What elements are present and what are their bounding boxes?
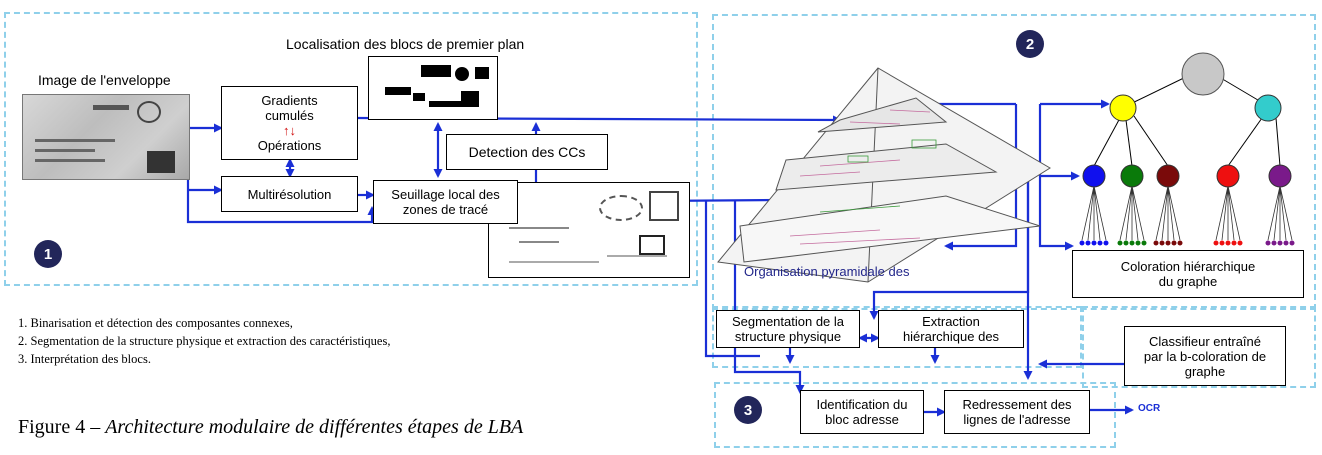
- graph-root-node: [1181, 52, 1225, 96]
- envelope-image: [22, 94, 190, 180]
- graph-node-darkred: [1156, 164, 1180, 188]
- foreground-blocks-image: [368, 56, 498, 120]
- graph-node-blue: [1082, 164, 1106, 188]
- label-pyramid: Organisation pyramidale des: [744, 264, 910, 279]
- graph-leaf-dots: [1079, 240, 1295, 246]
- coloration-box: Coloration hiérarchique du graphe: [1072, 250, 1304, 298]
- region-2-outline: [712, 14, 1316, 310]
- caption-title: Architecture modulaire de différentes ét…: [105, 416, 524, 438]
- multiresolution-box: Multirésolution: [221, 176, 358, 212]
- region-3-outline: [714, 382, 1116, 448]
- arrows-glyph: ↑↓: [283, 123, 296, 138]
- label-envelope-image: Image de l'enveloppe: [38, 72, 171, 88]
- arrow-to-coloration: [1038, 104, 1074, 251]
- region-classifier-outline: [1082, 306, 1316, 388]
- straighten-box: Redressement des lignes de l'adresse: [944, 390, 1090, 434]
- label-ocr: OCR: [1138, 403, 1161, 414]
- segmentation-box: Segmentation de la structure physique: [716, 310, 860, 348]
- label-foreground-localisation: Localisation des blocs de premier plan: [286, 36, 525, 52]
- section-badge-2: 2: [1016, 30, 1044, 58]
- graph-node-yellow: [1109, 94, 1137, 122]
- arrow-to-identification: [733, 200, 805, 394]
- threshold-preview-image: [488, 182, 690, 278]
- line-left-down: [704, 200, 760, 358]
- figure-caption: Figure 4 – Architecture modulaire de dif…: [18, 416, 523, 439]
- graph-node-red: [1216, 164, 1240, 188]
- section-badge-1: 1: [34, 240, 62, 268]
- extraction-box: Extraction hiérarchique des: [878, 310, 1024, 348]
- region-1-outline: [4, 12, 698, 286]
- hierarchical-graph: [1081, 73, 1293, 241]
- cc-detection-box: Detection des CCs: [446, 134, 608, 170]
- graph-node-purple: [1268, 164, 1292, 188]
- step-item: 3. Interprétation des blocs.: [18, 352, 151, 366]
- region-2b-outline: [712, 306, 1082, 368]
- step-item: 1. Binarisation et détection des composa…: [18, 316, 293, 330]
- arrow-image-to-threshold: [186, 178, 377, 224]
- graph-node-green: [1120, 164, 1144, 188]
- classifier-box: Classifieur entraîné par la b-coloration…: [1124, 326, 1286, 386]
- gradients-box: Gradients cumulés ↑↓ Opérations: [221, 86, 358, 160]
- identification-box: Identification du bloc adresse: [800, 390, 924, 434]
- graph-node-cyan: [1254, 94, 1282, 122]
- step-item: 2. Segmentation de la structure physique…: [18, 334, 391, 348]
- section-badge-3: 3: [734, 396, 762, 424]
- caption-prefix: Figure 4 –: [18, 416, 106, 438]
- local-threshold-box: Seuillage local des zones de tracé: [373, 180, 518, 224]
- steps-list: 1. Binarisation et détection des composa…: [18, 314, 390, 368]
- pyramid-figure: [717, 67, 1051, 283]
